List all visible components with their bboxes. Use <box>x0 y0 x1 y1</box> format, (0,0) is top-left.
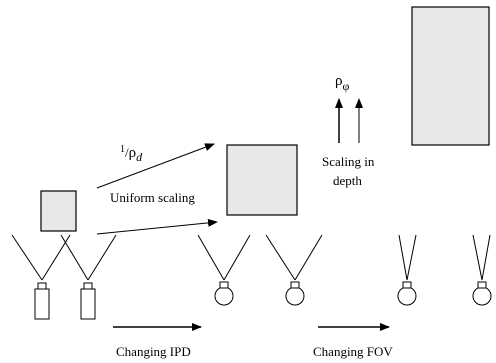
depth-scaled-object-box <box>411 6 490 146</box>
original-object-box <box>40 190 77 232</box>
uniform-scaling-label: Uniform scaling <box>110 190 195 205</box>
eye-middle-1 <box>197 234 251 306</box>
eye-middle-2 <box>265 234 323 306</box>
changing-ipd-label: Changing IPD <box>116 344 191 359</box>
scale-arrow-lower <box>96 218 218 235</box>
camera-left-1 <box>11 234 71 320</box>
rho-phi-label: ρφ <box>335 73 350 93</box>
eye-right-2 <box>472 234 492 306</box>
changing-fov-label: Changing FOV <box>313 344 393 359</box>
scaling-in-label: Scaling in <box>322 154 375 169</box>
eye-right-1 <box>397 234 417 306</box>
depth-label: depth <box>333 173 362 188</box>
scale-arrow-upper <box>96 143 215 189</box>
camera-left-2 <box>60 234 117 320</box>
uniformly-scaled-object-box <box>226 144 298 216</box>
inverse-rho-d-label: 1/ρd <box>120 144 143 164</box>
